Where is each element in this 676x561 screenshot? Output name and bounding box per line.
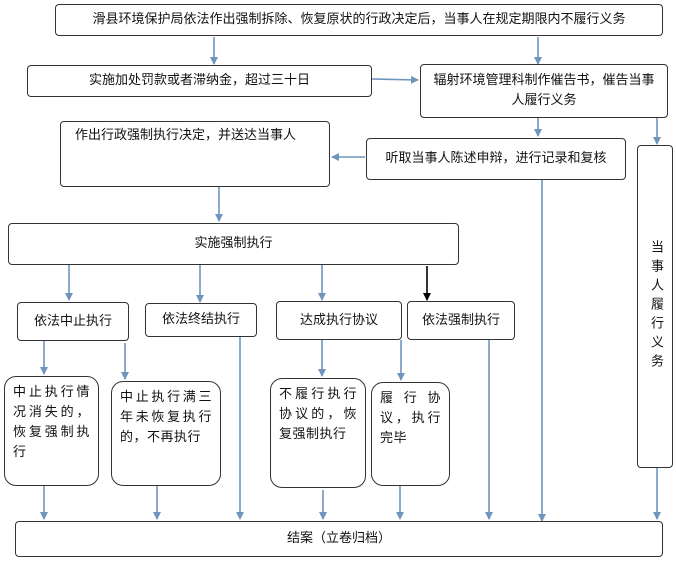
node-comply: 当事人履行义务 xyxy=(637,145,673,468)
node-hearing: 听取当事人陈述申辩，进行记录和复核 xyxy=(366,138,626,180)
node-terminate: 依法终结执行 xyxy=(145,303,257,337)
node-notice: 辐射环境管理科制作催告书，催告当事人履行义务 xyxy=(420,64,668,118)
node-suspend-3yr: 中止执行满三年未恢复执行的，不再执行 xyxy=(111,381,221,486)
node-decision: 作出行政强制执行决定，并送达当事人 xyxy=(60,121,330,187)
node-suspend: 依法中止执行 xyxy=(17,302,129,341)
arrow-penalty-to-notice xyxy=(371,75,419,84)
node-fulfilled: 履行协议，执行完毕 xyxy=(371,382,450,486)
node-agreement: 达成执行协议 xyxy=(276,301,402,340)
node-penalty: 实施加处罚款或者滞纳金，超过三十日 xyxy=(27,65,372,97)
node-enforce: 实施强制执行 xyxy=(8,223,459,265)
node-suspend-resume: 中止执行情况消失的，恢复强制执行 xyxy=(4,376,99,486)
node-close: 结案（立卷归档） xyxy=(15,521,663,557)
node-start: 滑县环境保护局依法作出强制拆除、恢复原状的行政决定后，当事人在规定期限内不履行义… xyxy=(55,4,663,36)
node-force: 依法强制执行 xyxy=(407,301,515,340)
node-breach: 不履行执行协议的，恢复强制执行 xyxy=(270,378,366,488)
